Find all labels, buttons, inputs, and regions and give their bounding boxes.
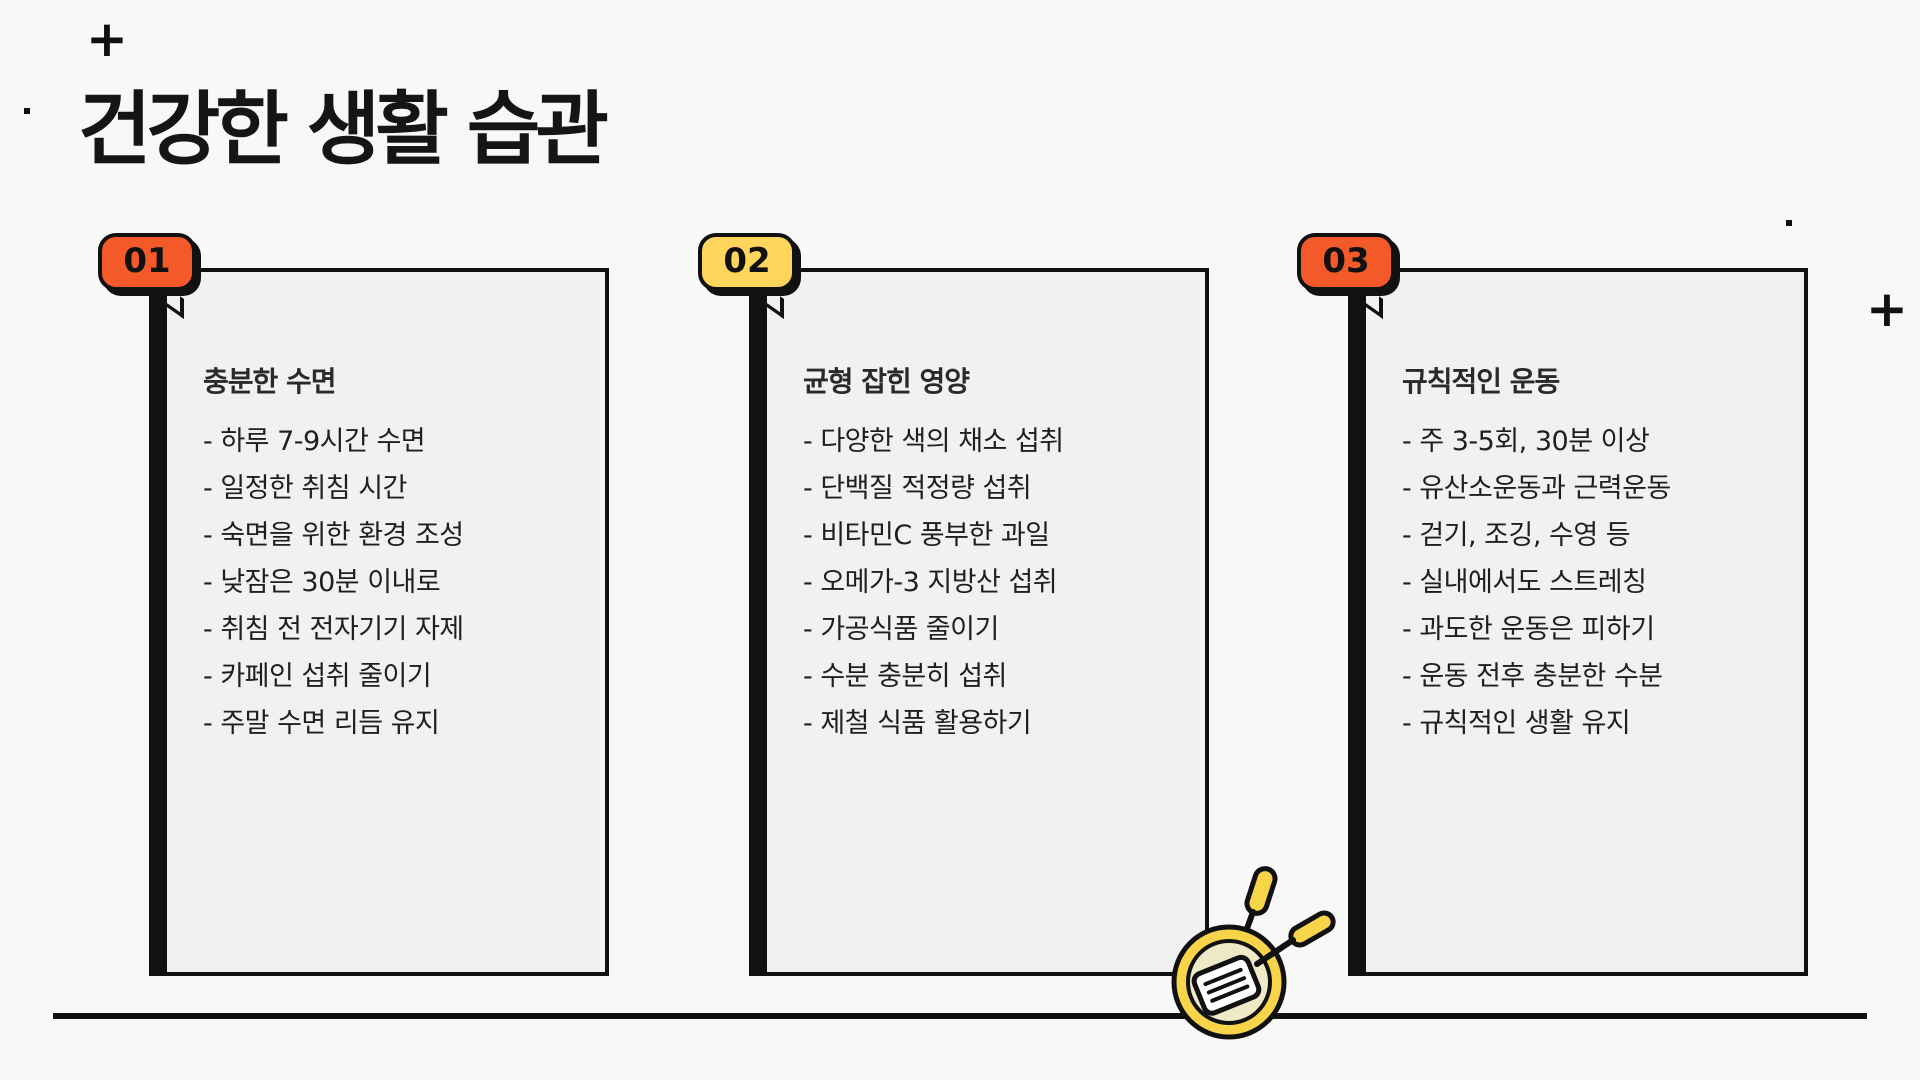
plus-decoration-top-left: + <box>86 10 128 68</box>
dot-decoration-right <box>1786 220 1792 226</box>
speech-bubble <box>1297 233 1395 291</box>
speech-bubble <box>698 233 796 291</box>
card-item-list: - 하루 7-9시간 수면 - 일정한 취침 시간 - 숙면을 위한 환경 조성… <box>203 418 464 747</box>
card-title: 규칙적인 운동 <box>1402 365 1560 398</box>
card-exercise: 규칙적인 운동 - 주 3-5회, 30분 이상 - 유산소운동과 근력운동 -… <box>1348 268 1808 976</box>
list-item: - 운동 전후 충분한 수분 <box>1402 661 1663 692</box>
card-item-list: - 다양한 색의 채소 섭취 - 단백질 적정량 섭취 - 비타민C 풍부한 과… <box>803 418 1064 747</box>
list-item: - 취침 전 전자기기 자제 <box>203 614 464 645</box>
list-item: - 실내에서도 스트레칭 <box>1402 567 1647 598</box>
number-badge-01: 01 <box>98 233 196 320</box>
number-badge-02: 02 <box>698 233 796 320</box>
list-item: - 걷기, 조깅, 수영 등 <box>1402 520 1631 551</box>
card-title: 충분한 수면 <box>203 365 337 398</box>
list-item: - 과도한 운동은 피하기 <box>1402 614 1655 645</box>
speech-bubble <box>98 233 196 291</box>
list-item: - 수분 충분히 섭취 <box>803 661 1007 692</box>
list-item: - 오메가-3 지방산 섭취 <box>803 567 1058 598</box>
list-item: - 주말 수면 리듬 유지 <box>203 708 440 739</box>
list-item: - 낮잠은 30분 이내로 <box>203 567 441 598</box>
card-item-list: - 주 3-5회, 30분 이상 - 유산소운동과 근력운동 - 걷기, 조깅,… <box>1402 418 1671 747</box>
plus-decoration-right: + <box>1866 280 1908 338</box>
timeline-baseline <box>53 1013 1867 1019</box>
spatula-icon <box>1191 910 1336 1016</box>
page-title: 건강한 생활 습관 <box>78 83 609 176</box>
card-nutrition: 균형 잡힌 영양 - 다양한 색의 채소 섭취 - 단백질 적정량 섭취 - 비… <box>749 268 1209 976</box>
list-item: - 규칙적인 생활 유지 <box>1402 708 1631 739</box>
list-item: - 카페인 섭취 줄이기 <box>203 661 432 692</box>
list-item: - 일정한 취침 시간 <box>203 473 407 504</box>
dot-decoration-left <box>24 108 30 114</box>
badge-number: 02 <box>723 241 771 281</box>
list-item: - 유산소운동과 근력운동 <box>1402 473 1671 504</box>
list-item: - 주 3-5회, 30분 이상 <box>1402 426 1650 457</box>
card-sleep: 충분한 수면 - 하루 7-9시간 수면 - 일정한 취침 시간 - 숙면을 위… <box>149 268 609 976</box>
pan-handle <box>1242 866 1278 937</box>
number-badge-03: 03 <box>1297 233 1395 320</box>
list-item: - 숙면을 위한 환경 조성 <box>203 520 464 551</box>
list-item: - 가공식품 줄이기 <box>803 614 999 645</box>
list-item: - 비타민C 풍부한 과일 <box>803 520 1050 551</box>
badge-number: 03 <box>1322 241 1370 281</box>
frying-pan-icon <box>1171 866 1336 1040</box>
list-item: - 제철 식품 활용하기 <box>803 708 1032 739</box>
badge-number: 01 <box>123 241 171 281</box>
card-title: 균형 잡힌 영양 <box>803 365 970 398</box>
list-item: - 하루 7-9시간 수면 <box>203 426 426 457</box>
list-item: - 단백질 적정량 섭취 <box>803 473 1032 504</box>
list-item: - 다양한 색의 채소 섭취 <box>803 426 1064 457</box>
